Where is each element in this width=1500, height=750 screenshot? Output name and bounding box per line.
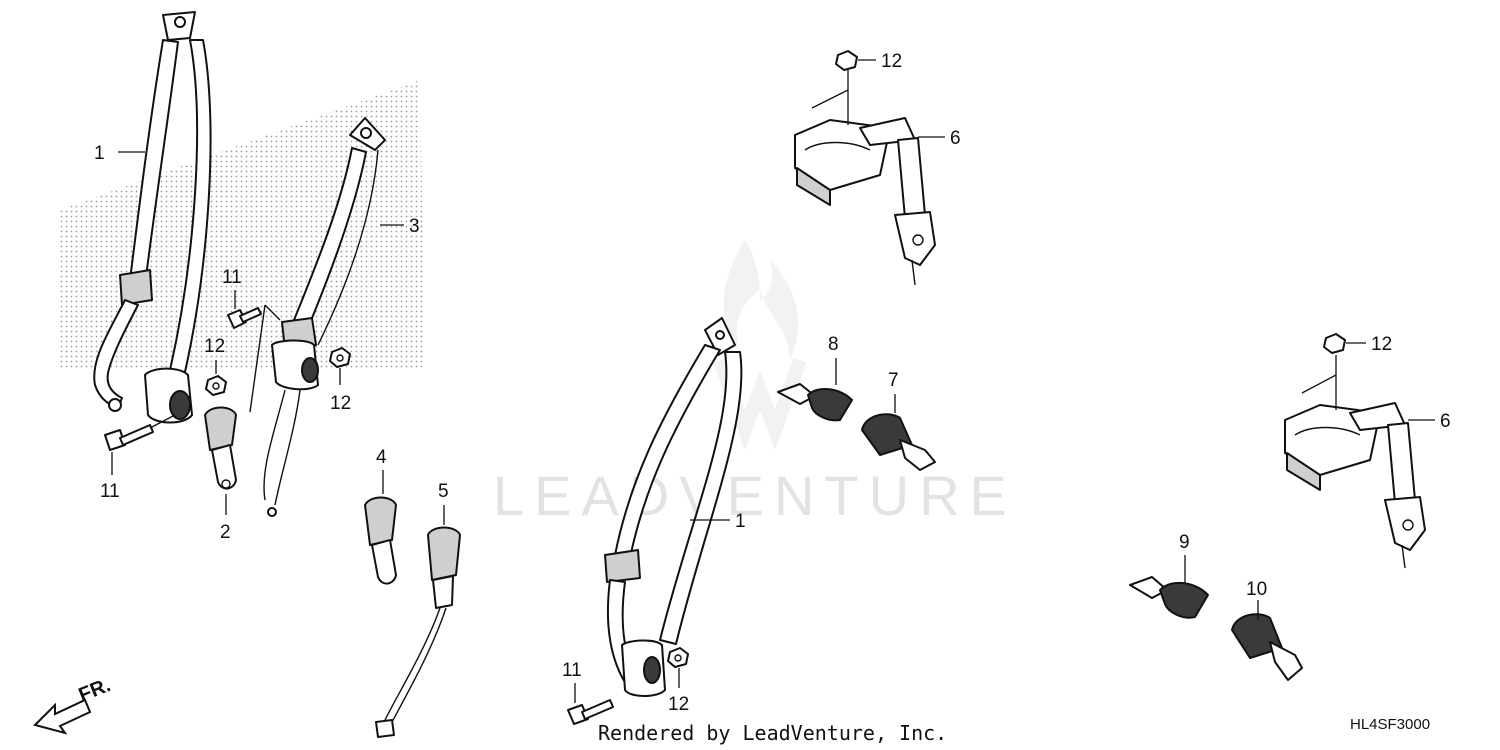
callout-11-upper: 11 [222,267,242,288]
seat-belt-3[interactable] [263,117,386,517]
front-direction-label: FR. [76,674,114,706]
bolt-11-left[interactable] [104,424,154,451]
watermark-text: LEADVENTURE [493,464,1017,527]
credit-text: Rendered by LeadVenture, Inc. [598,721,947,745]
callout-12-top: 12 [881,51,902,72]
bolt-11-upper[interactable] [227,307,262,329]
callout-4: 4 [376,447,387,468]
buckle-4[interactable] [364,496,397,585]
callout-7: 7 [888,370,899,391]
buckle-10[interactable] [1231,613,1303,681]
callout-12-center: 12 [668,694,689,715]
buckle-9[interactable] [1129,576,1209,619]
diagram-code: HL4SF3000 [1350,716,1430,733]
callout-11-center: 11 [562,660,582,681]
buckle-5[interactable] [375,526,461,738]
callout-12-right: 12 [1371,334,1392,355]
nut-12-right[interactable] [1323,333,1346,354]
anchor-assembly-6-lower[interactable] [1284,402,1426,569]
callout-1-left: 1 [94,143,105,164]
nut-12-mid[interactable] [329,347,351,368]
callout-12-left: 12 [204,336,225,357]
front-direction-arrow [33,698,92,735]
callout-8: 8 [828,334,839,355]
buckle-8[interactable] [777,383,853,422]
nut-12-left[interactable] [205,375,227,396]
callout-5: 5 [438,481,449,502]
callout-9: 9 [1179,532,1190,553]
callout-6-upper: 6 [950,128,961,149]
seat-belt-center[interactable] [604,317,743,697]
callout-11-left-lower: 11 [100,481,120,502]
callout-10: 10 [1246,579,1267,600]
buckle-2[interactable] [204,406,237,490]
buckle-7[interactable] [861,413,936,471]
callout-2: 2 [220,522,231,543]
callout-3: 3 [409,216,420,237]
bolt-11-center[interactable] [567,699,614,725]
seat-belt-left-outer[interactable] [93,11,212,424]
anchor-assembly-6-upper[interactable] [794,117,936,286]
callout-6-lower: 6 [1440,411,1451,432]
callout-1-center: 1 [735,511,746,532]
nut-12-top[interactable] [835,50,858,71]
nut-12-center[interactable] [667,647,689,668]
callout-12-mid: 12 [330,393,351,414]
